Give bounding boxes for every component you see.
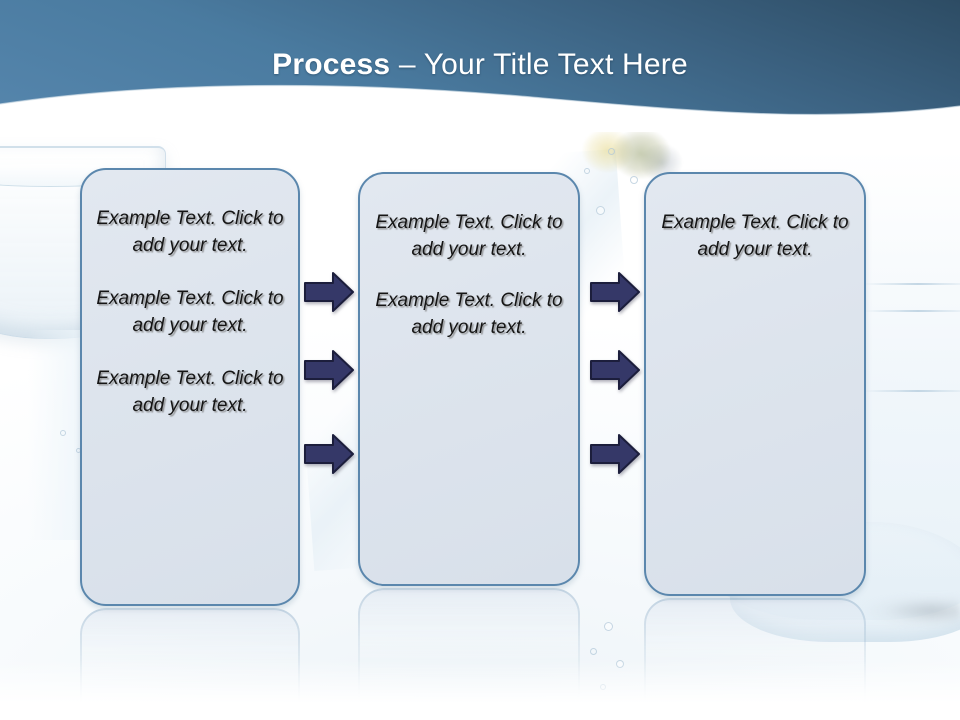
background-bubble (590, 648, 597, 655)
background-bubble (630, 176, 638, 184)
background-bubble (604, 622, 613, 631)
page-title-rest: – Your Title Text Here (390, 48, 688, 81)
process-box-2[interactable]: Example Text. Click to add your text. Ex… (358, 172, 580, 586)
right-arrow-icon[interactable] (303, 432, 355, 476)
process-text[interactable]: Example Text. Click to add your text. (661, 212, 849, 260)
right-arrow-icon[interactable] (589, 348, 641, 392)
page-title-strong: Process (272, 48, 391, 81)
background-waterline (858, 390, 960, 392)
background-bubble (596, 206, 605, 215)
background-bubble (60, 430, 66, 436)
process-box-1[interactable]: Example Text. Click to add your text. Ex… (80, 168, 300, 606)
background-waterline (858, 283, 960, 285)
right-arrow-icon[interactable] (589, 432, 641, 476)
process-text[interactable]: Example Text. Click to add your text. (96, 287, 284, 336)
right-arrow-icon[interactable] (589, 270, 641, 314)
process-box-3[interactable]: Example Text. Click to add your text. (644, 172, 866, 596)
bottom-fade (0, 660, 960, 720)
background-waterline (858, 310, 960, 312)
process-text[interactable]: Example Text. Click to add your text. (375, 212, 563, 260)
background-bubble (608, 148, 615, 155)
process-text[interactable]: Example Text. Click to add your text. (375, 289, 563, 338)
background-bubble (584, 168, 590, 174)
right-arrow-icon[interactable] (303, 270, 355, 314)
page-title: Process – Your Title Text Here (0, 48, 960, 82)
banner-wave-shape (0, 84, 960, 132)
process-text[interactable]: Example Text. Click to add your text. (96, 208, 284, 256)
process-text[interactable]: Example Text. Click to add your text. (96, 367, 284, 416)
title-banner: Process – Your Title Text Here (0, 0, 960, 132)
right-arrow-icon[interactable] (303, 348, 355, 392)
